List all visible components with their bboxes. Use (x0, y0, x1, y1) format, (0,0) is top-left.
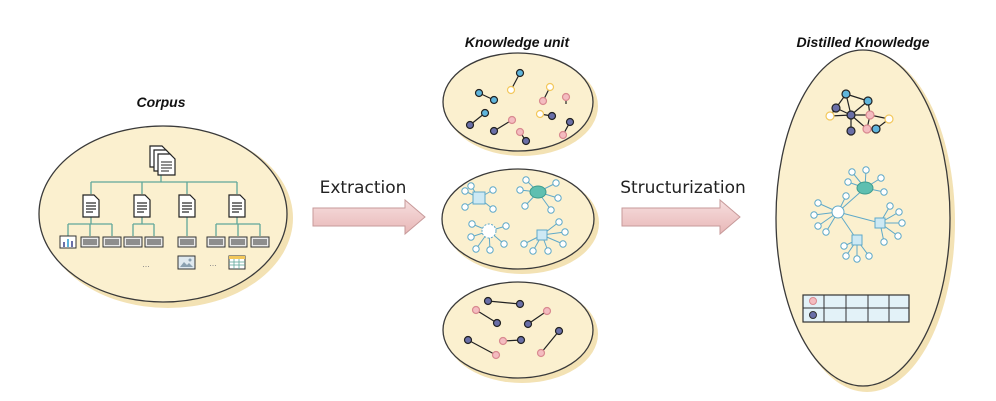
document-icon (133, 194, 151, 218)
ellipsis-2: ... (209, 258, 217, 268)
knowledge-unit-title: Knowledge unit (465, 34, 571, 50)
merged-star-structure (810, 166, 906, 263)
star-small-square (520, 218, 569, 255)
star-structures-middle (461, 176, 569, 255)
extraction-arrow (312, 198, 426, 236)
image-icon (177, 255, 196, 270)
chunk-row (59, 235, 270, 249)
knowledge-graph (825, 89, 894, 136)
chart-icon (59, 235, 77, 249)
text-chunk-icon (80, 236, 100, 248)
corpus-tree-lines (67, 172, 261, 236)
table-icon (228, 255, 246, 270)
text-chunk-icon (206, 236, 226, 248)
document-stack-icon (149, 145, 176, 176)
structurization-label: Structurization (620, 178, 746, 198)
star-square (461, 182, 497, 213)
knowledge-blob-bottom (442, 281, 598, 383)
star-teal (516, 176, 562, 214)
star-dashed (467, 220, 510, 254)
document-icon (228, 194, 246, 218)
text-chunk-icon (250, 236, 270, 248)
structurization-arrow (621, 198, 741, 236)
knowledge-blob-middle (441, 168, 599, 274)
ellipsis-1: ... (142, 259, 150, 269)
entity-pairs-top (465, 68, 575, 146)
text-chunk-icon (144, 236, 164, 248)
knowledge-blob-top (442, 52, 598, 156)
text-chunk-icon (228, 236, 248, 248)
structured-table (802, 294, 910, 323)
text-chunk-icon (177, 236, 197, 248)
text-chunk-icon (123, 236, 143, 248)
text-chunk-icon (102, 236, 122, 248)
distilled-knowledge-title: Distilled Knowledge (796, 34, 929, 50)
document-icon (178, 194, 196, 218)
corpus-title: Corpus (137, 94, 186, 110)
entity-pairs-bottom (463, 296, 564, 360)
extraction-label: Extraction (320, 178, 407, 198)
document-icon (82, 194, 100, 218)
